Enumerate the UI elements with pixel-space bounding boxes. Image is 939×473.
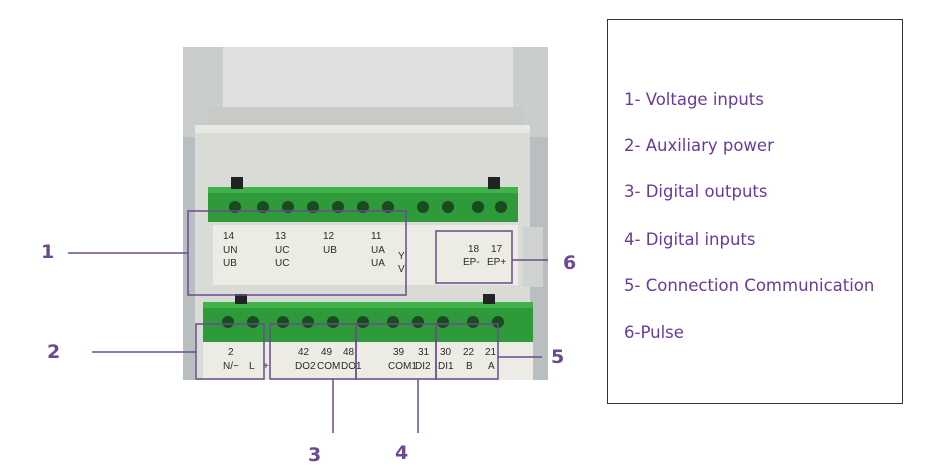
label-n: N/~: [223, 361, 239, 372]
callout-1: 1: [41, 241, 55, 263]
label-17: 17: [491, 244, 503, 255]
label-di1: DI1: [438, 361, 454, 372]
label-ub-2: UB: [323, 245, 337, 256]
label-l: L: [249, 361, 255, 372]
label-42: 42: [298, 347, 310, 358]
label-2: 2: [228, 347, 234, 358]
label-do2: DO2: [295, 361, 316, 372]
label-11: 11: [371, 231, 382, 242]
label-uc-2: UC: [275, 258, 289, 269]
legend-item-digital-inputs: 4- Digital inputs: [624, 230, 756, 249]
label-ua-2: UA: [371, 258, 385, 269]
label-18: 18: [468, 244, 480, 255]
label-uc-1: UC: [275, 245, 289, 256]
label-14: 14: [223, 231, 235, 242]
label-v: V: [398, 264, 405, 275]
label-com: COM: [317, 361, 340, 372]
callout-6: 6: [563, 252, 577, 274]
device-photo: 14 13 12 11 UN UC UA Y UB UC UB UA V 18 …: [183, 47, 548, 380]
callout-3: 3: [308, 444, 322, 466]
label-do1: DO1: [341, 361, 362, 372]
communication-box: [435, 323, 499, 380]
label-31: 31: [418, 347, 430, 358]
legend-item-voltage-inputs: 1- Voltage inputs: [624, 90, 764, 109]
label-48: 48: [343, 347, 355, 358]
label-a: A: [488, 361, 495, 372]
callout-4: 4: [395, 442, 409, 464]
legend-item-digital-outputs: 3- Digital outputs: [624, 182, 768, 201]
label-30: 30: [440, 347, 452, 358]
label-y: Y: [398, 251, 405, 262]
callout-5: 5: [551, 346, 565, 368]
label-un: UN: [223, 245, 237, 256]
label-49: 49: [321, 347, 333, 358]
label-21: 21: [485, 347, 497, 358]
digital-outputs-box: [269, 323, 357, 380]
label-com1: COM1: [388, 361, 417, 372]
voltage-inputs-box: [187, 210, 407, 296]
legend-box: 1- Voltage inputs 2- Auxiliary power 3- …: [607, 19, 903, 404]
auxiliary-power-box: [195, 323, 265, 380]
label-ep-minus: EP-: [463, 257, 480, 268]
label-di2: DI2: [415, 361, 431, 372]
label-ua-1: UA: [371, 245, 385, 256]
label-39: 39: [393, 347, 405, 358]
legend-item-communication: 5- Connection Communication: [624, 276, 875, 295]
label-13: 13: [275, 231, 287, 242]
label-ep-plus: EP+: [487, 257, 506, 268]
label-b: B: [466, 361, 473, 372]
callout-2: 2: [47, 341, 61, 363]
label-plus: +: [263, 361, 269, 372]
label-12: 12: [323, 231, 335, 242]
legend-item-auxiliary-power: 2- Auxiliary power: [624, 136, 774, 155]
legend-item-pulse: 6-Pulse: [624, 323, 684, 342]
label-ub: UB: [223, 258, 237, 269]
pulse-box: [435, 230, 513, 284]
label-22: 22: [463, 347, 475, 358]
digital-inputs-box: [355, 323, 437, 380]
